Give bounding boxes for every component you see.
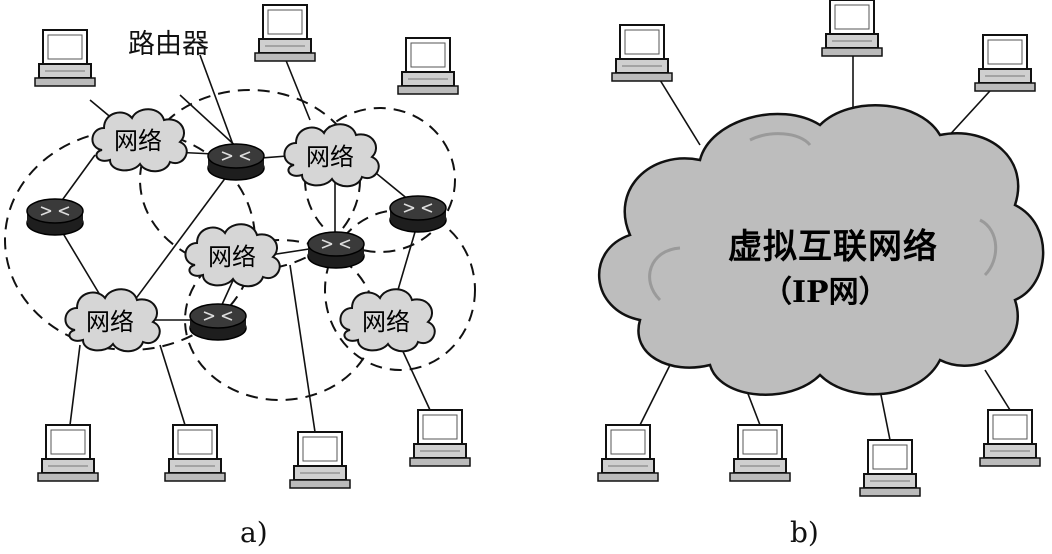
- computer-icon: [37, 424, 99, 482]
- caption-a: a): [240, 516, 268, 549]
- computer-icon: [729, 424, 791, 482]
- virtual-net-title: 虚拟互联网络: [728, 227, 938, 267]
- router-icon: [307, 231, 365, 269]
- computer-icon: [34, 29, 96, 87]
- computer-icon: [597, 424, 659, 482]
- computer-icon: [974, 34, 1036, 92]
- computer-icon: [409, 409, 471, 467]
- router-icon: [207, 143, 265, 181]
- caption-b: b): [790, 516, 819, 549]
- router-icon: [26, 198, 84, 236]
- network-label: 网络: [362, 308, 410, 336]
- computer-icon: [289, 431, 351, 489]
- network-label: 网络: [306, 143, 354, 171]
- network-label: 网络: [208, 243, 256, 271]
- router-icon: [189, 303, 247, 341]
- computer-icon: [397, 37, 459, 95]
- router-icon: [389, 195, 447, 233]
- virtual-net-sub: （IP网）: [762, 275, 889, 310]
- computer-icon: [164, 424, 226, 482]
- network-label: 网络: [86, 308, 134, 336]
- panel-b: 虚拟互联网络 （IP网）: [597, 0, 1045, 497]
- panel-a: 网络 网络 网络 网络 网络: [4, 4, 476, 489]
- cloud-icon: [597, 104, 1045, 396]
- network-label: 网络: [114, 127, 162, 155]
- cloud-texture: [648, 132, 998, 302]
- computer-icon: [254, 4, 316, 62]
- computer-icon: [979, 409, 1041, 467]
- computer-icon: [611, 24, 673, 82]
- router-label: 路由器: [128, 29, 209, 60]
- computer-icon: [821, 0, 883, 57]
- computer-icon: [859, 439, 921, 497]
